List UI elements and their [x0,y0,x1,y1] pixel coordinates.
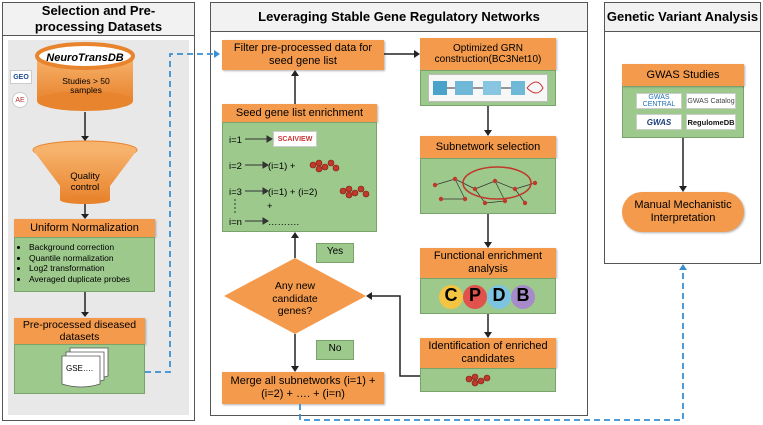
dashed-pre-to-filter [145,53,214,373]
gwas-central-logo: GWAS CENTRAL [636,93,682,109]
no-label: No [328,343,342,354]
seed-row-i3-expr: (i=1) + (i=2) [268,187,318,198]
seed-row-i1: i=1 [229,135,242,146]
decision-diamond [224,258,366,334]
cpdb-letter-p: P [468,285,481,305]
enriched-genes-icon [465,373,491,387]
seed-list-box: i=1 SCAIVIEW i=2 (i=1) + i=3 (i=1) + (i=… [222,122,377,232]
database-cylinder-bottom [37,91,133,111]
right-panel-title: Genetic Variant Analysis [605,3,760,32]
functional-enrichment-title: Functional enrichment analysis [420,248,556,278]
decision-label: Any new candidate genes? [272,280,318,318]
grn-network-image [428,74,548,102]
grn-title-box: Optimized GRN construction(BC3Net10) [420,38,556,70]
grn-title: Optimized GRN construction(BC3Net10) [434,42,542,66]
arrayexpress-logo: AE [12,92,28,108]
cpdb-logo [439,285,535,309]
subnetwork-title: Subnetwork selection [420,136,556,158]
seed-row-in-dots: ………. [268,217,300,228]
norm-step: Log2 transformation [29,263,154,274]
geo-logo: GEO [10,70,32,84]
identification-title: Identification of enriched candidates [420,338,556,368]
cpdb-letter-c: C [444,285,458,305]
cpdb-letter-d: D [492,285,506,305]
seed-gene-icons [234,135,370,225]
seed-row-i3: i=3 [229,187,242,198]
seed-row-in: i=n [229,217,242,228]
identification-box [420,368,556,392]
yes-label: Yes [326,246,344,257]
funnel-body [33,150,137,200]
seed-row-plus: + [267,201,273,212]
quality-control-label: Quality control [70,171,100,193]
gwas-title: GWAS Studies [622,64,744,86]
left-panel-title: Selection and Pre-processing Datasets [3,3,194,36]
yes-label-box [316,243,354,263]
database-subtitle: Studies > 50 samples [62,76,110,96]
no-label-box [316,340,354,360]
normalization-steps-list: Background correction Quantile normaliza… [15,238,154,285]
norm-step: Averaged duplicate probes [29,274,154,285]
gwas-catalog-logo: GWAS Catalog [686,93,736,109]
gse-label: GSE…. [66,364,94,373]
merge-box: Merge all subnetworks (i=1) + (i=2) + ….… [222,372,384,404]
database-name: NeuroTransDB [46,52,124,64]
normalization-steps-box: Background correction Quantile normaliza… [14,237,155,292]
manual-interpretation-box: Manual Mechanistic Interpretation [622,192,744,232]
norm-step: Background correction [29,242,154,253]
regulomedb-logo: RegulomeDB [686,114,736,130]
uniform-normalization-title: Uniform Normalization [14,219,155,237]
scaiview-logo: SCAIVIEW [273,131,317,147]
database-cylinder-top [35,42,135,70]
subnetwork-graph [432,166,538,206]
seed-row-i2-expr: (i=1) + [268,161,296,172]
cpdb-box: C P D B [420,278,556,314]
subnetwork-image-box [420,158,556,214]
filter-box: Filter pre-processed data for seed gene … [222,40,384,70]
norm-step: Quantile normalization [29,253,154,264]
seed-row-i2: i=2 [229,161,242,172]
cpdb-letter-b: B [516,285,530,305]
preprocessed-datasets-title: Pre-processed diseased datasets [14,318,145,344]
arrow-ident-to-decision [372,295,420,377]
grn-schematic [433,81,544,95]
funnel-bottom [60,196,110,204]
middle-panel-title: Leveraging Stable Gene Regulatory Networ… [211,3,587,32]
gwas-logo: GWAS [636,114,682,130]
seed-list-title: Seed gene list enrichment [222,104,377,122]
dashed-merge-to-gwas [299,270,684,421]
